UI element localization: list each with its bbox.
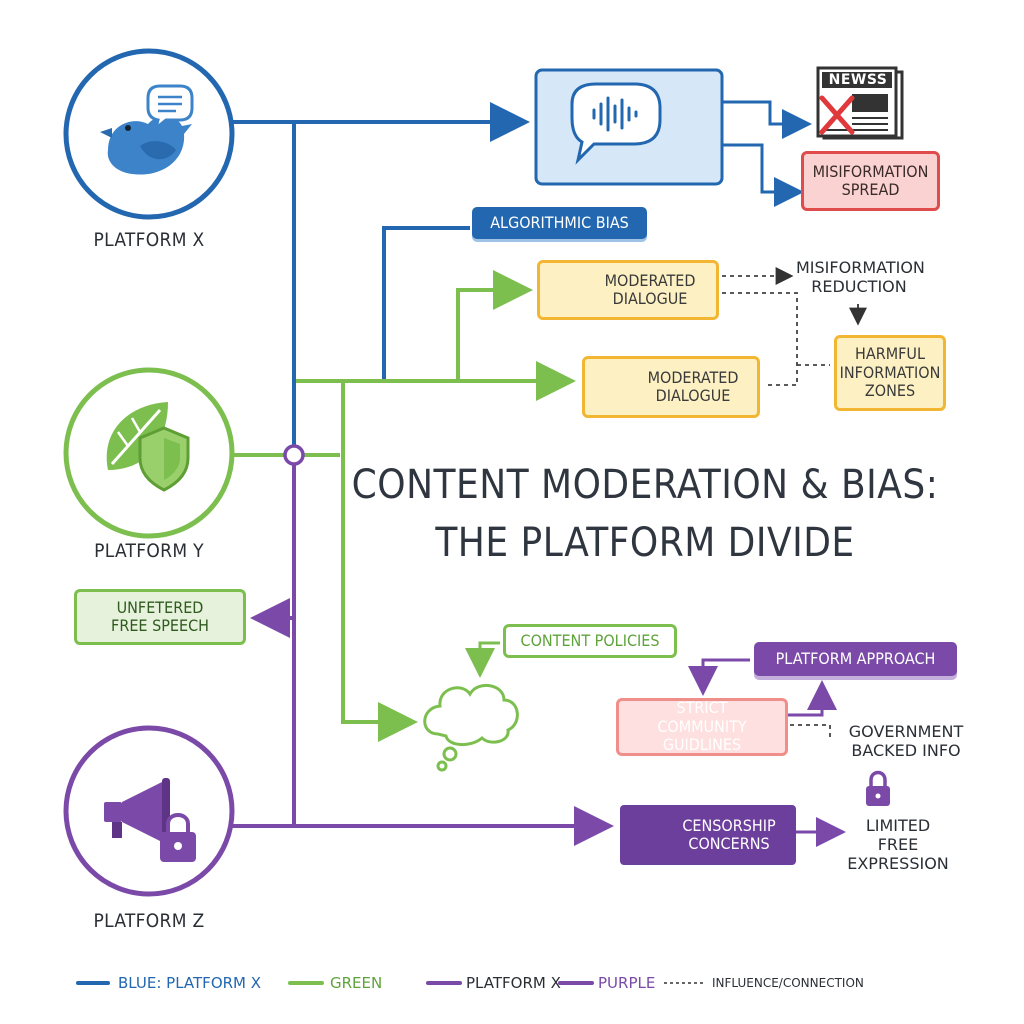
harmful-information-zones-box[interactable]: HARMFUL INFORMATION ZONES — [834, 335, 946, 411]
bird-speech-icon — [100, 84, 194, 175]
legend-purple-platform-label: PLATFORM X — [466, 974, 561, 992]
algorithmic-bias-tag[interactable]: ALGORITHMIC BIAS — [472, 207, 647, 239]
platform-y-label: PLATFORM Y — [94, 540, 204, 562]
blue-connectors — [228, 100, 812, 445]
title-line-2: THE PLATFORM DIVIDE — [435, 520, 855, 566]
moderated-dialogue-box-1[interactable]: MODERATED DIALOGUE — [537, 260, 719, 320]
title-line-1: CONTENT MODERATION & BIAS: — [351, 462, 939, 508]
megaphone-lock-icon — [104, 778, 196, 862]
green-connectors — [232, 270, 576, 742]
government-backed-info-text: GOVERNMENT BACKED INFO — [848, 722, 964, 761]
content-policies-tag[interactable]: CONTENT POLICIES — [503, 624, 677, 658]
purple-connectors — [230, 465, 846, 847]
legend-purple-label: PURPLE — [598, 974, 656, 992]
unfettered-free-speech-box[interactable]: UNFETERED FREE SPEECH — [74, 589, 246, 645]
thought-cloud-icon — [423, 684, 519, 772]
lock-icon — [866, 770, 890, 806]
voice-speech-icon — [570, 82, 662, 165]
junction-node — [283, 444, 305, 466]
platform-z-label: PLATFORM Z — [93, 910, 205, 932]
platform-approach-tag[interactable]: PLATFORM APPROACH — [754, 642, 957, 676]
dashed-connectors — [722, 267, 831, 740]
legend-blue-label: BLUE: PLATFORM X — [118, 974, 262, 992]
leaf-shield-icon — [106, 402, 190, 492]
newspaper-headline: NEWSS — [828, 72, 888, 88]
legend-green-label: GREEN — [330, 974, 383, 992]
misinformation-spread-box[interactable]: MISIFORMATION SPREAD — [801, 151, 940, 211]
strict-community-guidelines-box[interactable]: STRICT COMMUNITY GUIDLINES — [616, 698, 788, 756]
newspaper-icon — [816, 66, 904, 140]
misinformation-reduction-text: MISIFORMATION REDUCTION — [796, 258, 925, 297]
limited-free-expression-text: LIMITED FREE EXPRESSION — [847, 816, 949, 874]
red-x-icon — [819, 95, 855, 135]
page-title: CONTENT MODERATION & BIAS: THE PLATFORM … — [340, 456, 950, 572]
moderated-dialogue-box-2[interactable]: MODERATED DIALOGUE — [582, 356, 760, 418]
censorship-concerns-box[interactable]: CENSORSHIP CONCERNS — [620, 805, 796, 865]
platform-x-label: PLATFORM X — [93, 229, 205, 251]
legend-dashed-label: INFLUENCE/CONNECTION — [712, 976, 864, 990]
